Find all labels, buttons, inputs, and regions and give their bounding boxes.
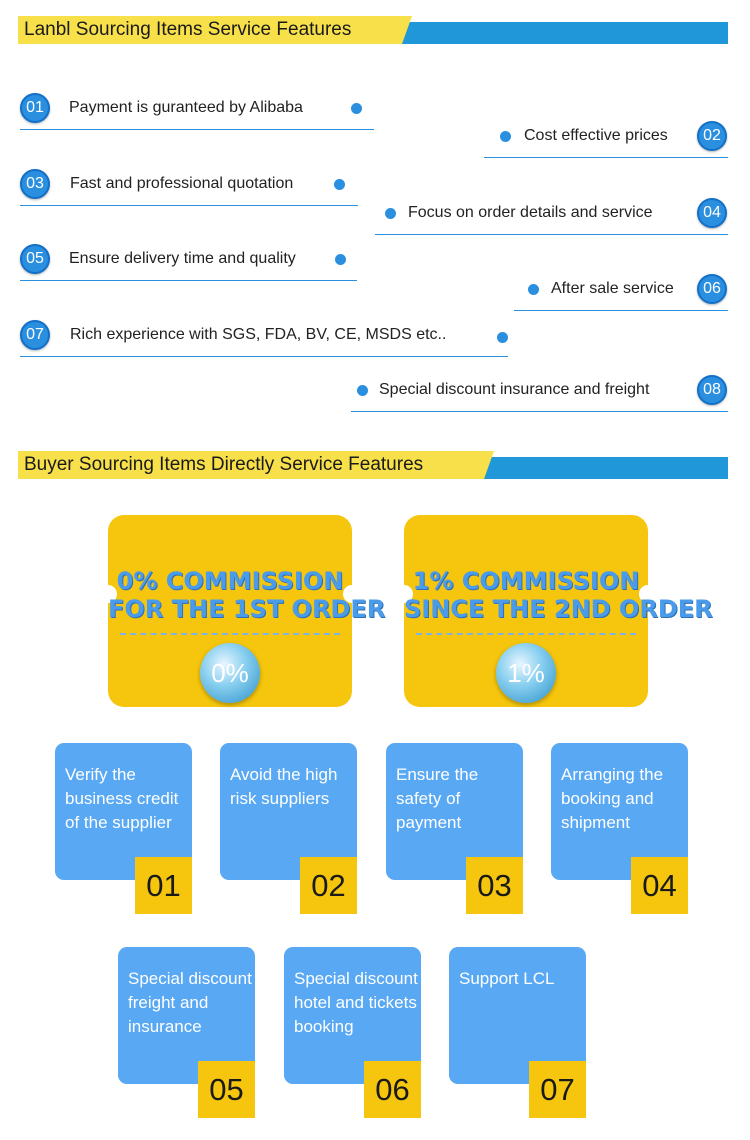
section1-title: Lanbl Sourcing Items Service Features — [18, 16, 412, 44]
feature-text: Special discount insurance and freight — [379, 381, 650, 398]
divider-line — [20, 129, 374, 130]
feature-item-05: 05 Ensure delivery time and quality — [20, 244, 357, 281]
ticket-notch — [639, 585, 657, 603]
divider-line — [484, 157, 728, 158]
number-badge: 07 — [20, 320, 50, 350]
feature-item-03: 03 Fast and professional quotation — [20, 169, 358, 206]
section2-title: Buyer Sourcing Items Directly Service Fe… — [18, 451, 494, 479]
card-text: Verify the business credit of the suppli… — [65, 765, 179, 832]
number-badge: 01 — [20, 93, 50, 123]
card-number-badge: 02 — [300, 857, 357, 914]
ticket-dashed-divider — [416, 633, 636, 635]
service-card-05: Special discount freight and insurance 0… — [118, 947, 255, 1118]
bullet-dot-icon — [497, 332, 508, 343]
commission-ticket-first-order: 0% COMMISSION FOR THE 1ST ORDER 0% — [99, 515, 386, 707]
card-text: Arranging the booking and shipment — [561, 765, 664, 832]
service-card-04: Arranging the booking and shipment 04 — [551, 743, 688, 914]
bullet-dot-icon — [357, 385, 368, 396]
feature-item-02: Cost effective prices 02 — [484, 121, 728, 158]
ticket-percent-badge: 1% — [496, 643, 556, 703]
feature-text: Ensure delivery time and quality — [69, 250, 296, 267]
ticket-subline: SINCE THE 2ND ORDER — [404, 595, 713, 623]
ticket-notch — [395, 585, 413, 603]
feature-text: Focus on order details and service — [408, 204, 653, 221]
ticket-percent-badge: 0% — [200, 643, 260, 703]
service-card-03: Ensure the safety of payment 03 — [386, 743, 523, 914]
divider-line — [20, 205, 358, 206]
divider-line — [375, 234, 728, 235]
feature-item-08: Special discount insurance and freight 0… — [351, 375, 728, 412]
card-text: Special discount hotel and tickets booki… — [294, 969, 418, 1036]
number-badge: 06 — [697, 274, 727, 304]
divider-line — [351, 411, 728, 412]
card-text: Support LCL — [459, 969, 555, 988]
section1-header: Lanbl Sourcing Items Service Features — [18, 16, 728, 44]
service-card-01: Verify the business credit of the suppli… — [55, 743, 192, 914]
card-number-badge: 04 — [631, 857, 688, 914]
section2-header: Buyer Sourcing Items Directly Service Fe… — [18, 451, 728, 479]
card-text: Special discount freight and insurance — [128, 969, 252, 1036]
feature-text: Rich experience with SGS, FDA, BV, CE, M… — [70, 326, 447, 343]
ticket-subline: FOR THE 1ST ORDER — [108, 595, 386, 623]
card-number-badge: 07 — [529, 1061, 586, 1118]
card-number-badge: 03 — [466, 857, 523, 914]
ticket-headline: 0% COMMISSION — [116, 567, 344, 595]
section2-header-bar — [478, 457, 728, 479]
service-card-06: Special discount hotel and tickets booki… — [284, 947, 421, 1118]
feature-item-06: After sale service 06 — [514, 274, 728, 311]
card-text: Avoid the high risk suppliers — [230, 765, 338, 808]
card-number-badge: 06 — [364, 1061, 421, 1118]
number-badge: 05 — [20, 244, 50, 274]
commission-ticket-second-order: 1% COMMISSION SINCE THE 2ND ORDER 1% — [395, 515, 713, 707]
ticket-notch — [343, 585, 361, 603]
service-card-02: Avoid the high risk suppliers 02 — [220, 743, 357, 914]
feature-item-01: 01 Payment is guranteed by Alibaba — [20, 93, 374, 130]
feature-text: Payment is guranteed by Alibaba — [69, 99, 303, 116]
ticket-dashed-divider — [120, 633, 340, 635]
ticket-headline: 1% COMMISSION — [412, 567, 640, 595]
number-badge: 03 — [20, 169, 50, 199]
number-badge: 08 — [697, 375, 727, 405]
feature-text: Cost effective prices — [524, 127, 668, 144]
bullet-dot-icon — [385, 208, 396, 219]
number-badge: 04 — [697, 198, 727, 228]
card-number-badge: 01 — [135, 857, 192, 914]
bullet-dot-icon — [528, 284, 539, 295]
divider-line — [20, 356, 508, 357]
divider-line — [20, 280, 357, 281]
ticket-notch — [99, 585, 117, 603]
bullet-dot-icon — [351, 103, 362, 114]
bullet-dot-icon — [335, 254, 346, 265]
service-card-07: Support LCL 07 — [449, 947, 586, 1118]
number-badge: 02 — [697, 121, 727, 151]
bullet-dot-icon — [500, 131, 511, 142]
card-text: Ensure the safety of payment — [396, 765, 479, 832]
feature-item-07: 07 Rich experience with SGS, FDA, BV, CE… — [20, 320, 508, 357]
divider-line — [514, 310, 728, 311]
feature-text: Fast and professional quotation — [70, 175, 294, 192]
card-number-badge: 05 — [198, 1061, 255, 1118]
feature-item-04: Focus on order details and service 04 — [375, 198, 728, 235]
feature-text: After sale service — [551, 280, 674, 297]
section1-header-bar — [398, 22, 728, 44]
bullet-dot-icon — [334, 179, 345, 190]
